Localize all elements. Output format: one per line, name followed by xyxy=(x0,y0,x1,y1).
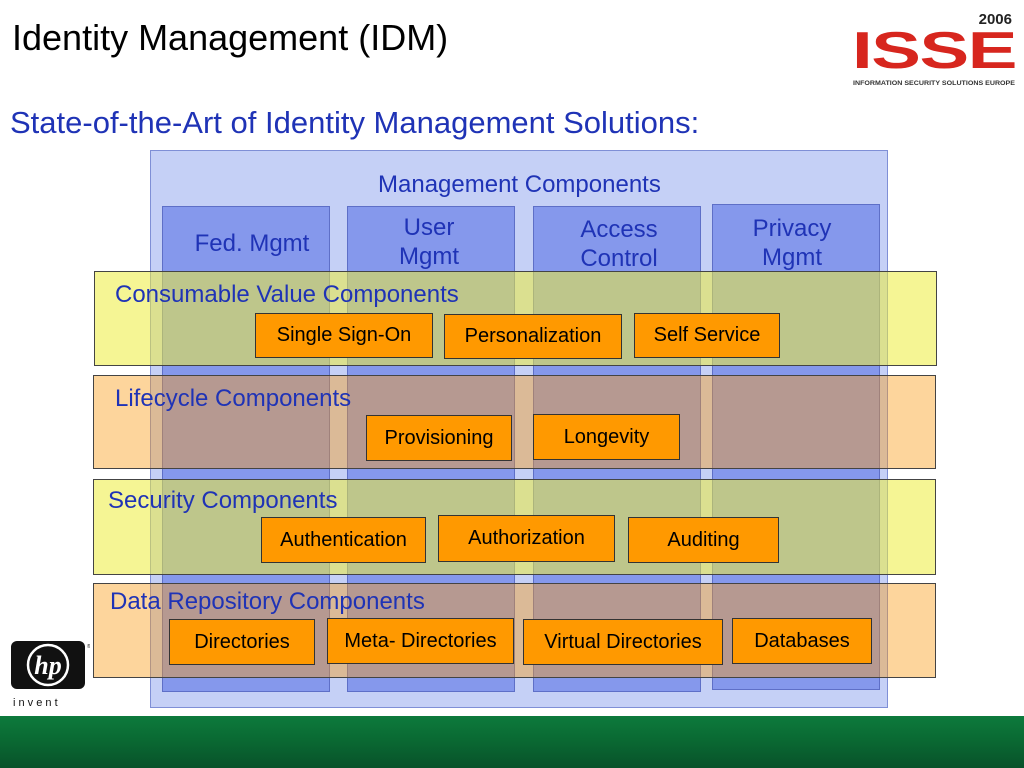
isse-wordmark: ISSE xyxy=(852,22,1016,80)
component-auditing: Auditing xyxy=(628,517,779,563)
isse-logo: 2006 ISSE INFORMATION SECURITY SOLUTIONS… xyxy=(852,11,1017,87)
component-meta-directories: Meta- Directories xyxy=(327,618,514,664)
column-label-user-mgmt: User Mgmt xyxy=(399,214,459,270)
component-single-sign-on: Single Sign-On xyxy=(255,313,433,358)
layer-lifecycle xyxy=(93,375,936,469)
component-databases: Databases xyxy=(732,618,872,664)
column-label-access-control: Access Control xyxy=(580,216,658,272)
hp-tagline: i n v e n t xyxy=(13,697,58,709)
layer-title-lifecycle: Lifecycle Components xyxy=(115,385,352,412)
component-virtual-directories: Virtual Directories xyxy=(523,619,723,665)
layer-title-consumable-value: Consumable Value Components xyxy=(115,281,459,308)
isse-year: 2006 xyxy=(979,11,1012,28)
page-subtitle: State-of-the-Art of Identity Management … xyxy=(10,105,700,140)
column-label-fed-mgmt: Fed. Mgmt xyxy=(194,230,310,257)
component-authentication: Authentication xyxy=(261,517,426,563)
footer-bar xyxy=(0,716,1024,768)
component-authorization: Authorization xyxy=(438,515,615,562)
hp-logo: hp ® i n v e n t xyxy=(11,641,90,709)
component-self-service: Self Service xyxy=(634,313,780,358)
svg-text:®: ® xyxy=(87,643,90,650)
component-directories: Directories xyxy=(169,619,315,665)
page-title: Identity Management (IDM) xyxy=(12,17,449,58)
component-personalization: Personalization xyxy=(444,314,622,359)
component-provisioning: Provisioning xyxy=(366,415,512,461)
isse-tagline: INFORMATION SECURITY SOLUTIONS EUROPE xyxy=(853,80,1016,87)
hp-mark: hp xyxy=(34,651,61,680)
layer-title-security: Security Components xyxy=(108,487,338,514)
component-longevity: Longevity xyxy=(533,414,680,460)
management-title: Management Components xyxy=(378,171,661,198)
layer-title-data-repository: Data Repository Components xyxy=(110,588,425,615)
column-label-privacy-mgmt: Privacy Mgmt xyxy=(752,215,832,271)
